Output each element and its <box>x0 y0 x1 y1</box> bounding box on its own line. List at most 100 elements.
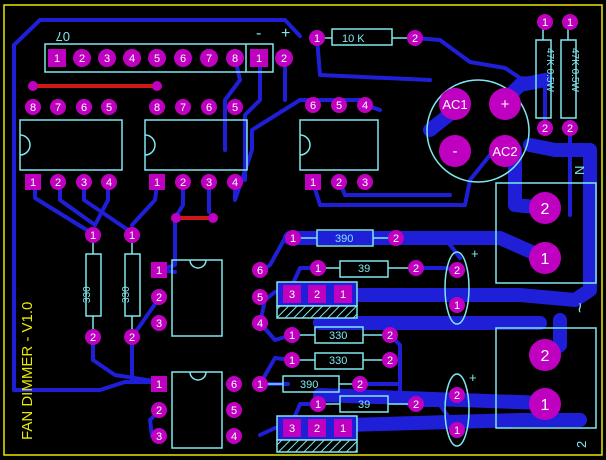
cap2-pin-2: 2 <box>449 387 465 403</box>
terminal1-tag: N <box>572 166 587 175</box>
r-47k-b-pin-1: 1 <box>562 14 578 30</box>
ic-mid-top-pin-2-label: 6 <box>206 102 212 114</box>
ic-left-top-pin-1: 7 <box>50 99 66 115</box>
triac1-pin-0: 3 <box>283 285 301 303</box>
r-c-pin-1-label: 1 <box>289 330 295 342</box>
r-e-pin-2-label: 2 <box>357 379 363 391</box>
r-47k-a-pin-2: 2 <box>537 120 553 136</box>
ic-right-top-pin-0-label: 6 <box>310 100 316 112</box>
opto1-outline <box>171 259 223 337</box>
ic-mid-bottom-pin-1-label: 2 <box>180 177 186 189</box>
r-a-value: 390 <box>335 233 353 245</box>
ic-right-bottom-pin-2-label: 3 <box>362 177 368 189</box>
relay-plus-label: + <box>501 96 510 113</box>
triac1-heatsink-band <box>276 305 358 319</box>
triac1-pin-2: 1 <box>334 285 352 303</box>
cap1-pin-1: 1 <box>449 297 465 313</box>
r-b-pin-2-label: 2 <box>413 263 419 275</box>
cap1-pin-2: 2 <box>449 262 465 278</box>
ic-mid-top-pin-0: 8 <box>149 99 165 115</box>
r-c-pin-2-label: 2 <box>387 330 393 342</box>
ic-right-bottom-pin-1-label: 2 <box>336 177 342 189</box>
triac1-pin-0-label: 3 <box>289 289 295 301</box>
r-top-value: 10 K <box>342 33 365 45</box>
ic-mid-outline <box>144 119 248 171</box>
r-top-pin-1: 1 <box>309 30 325 46</box>
opto1-left-pin-2-label: 3 <box>156 318 162 330</box>
ic-mid-top-pin-3-label: 5 <box>232 102 238 114</box>
ic-mid-top-pin-1: 7 <box>175 99 191 115</box>
jumper-mid-pad-a <box>171 213 181 223</box>
header-pin-5-label: 5 <box>154 53 160 65</box>
header-pin-5: 5 <box>148 49 166 67</box>
opto1-right-pin-0-label: 6 <box>257 265 263 277</box>
triac1-pin-1: 2 <box>308 285 326 303</box>
header-pin-8-label: 8 <box>232 53 238 65</box>
r-f-pin-1: 1 <box>310 396 326 412</box>
jumper-mid-pad-b <box>208 213 218 223</box>
r-47k-a-pin-1-label: 1 <box>542 17 548 29</box>
ic-left-top-pin-0-label: 8 <box>30 102 36 114</box>
resistor-leads <box>92 28 569 405</box>
opto1-right-pin-2: 4 <box>252 315 268 331</box>
header-pin-3-label: 3 <box>104 53 110 65</box>
header-power-pin-2-label: 2 <box>281 53 287 65</box>
opto1-left-pin-2: 3 <box>151 315 167 331</box>
header-pin-1-label: 1 <box>54 53 60 65</box>
r-top-pin-2: 2 <box>407 30 423 46</box>
ic-left-bottom-pin-1: 2 <box>50 174 66 190</box>
r-v2-pin-1-label: 1 <box>129 230 135 242</box>
r-v1-pin-1: 1 <box>85 227 101 243</box>
ic-mid-bottom-pin-0: 1 <box>149 174 165 190</box>
r-47k-a-value: 47K 0.5W <box>544 48 555 92</box>
header-pin-7: 7 <box>200 49 218 67</box>
jumper-top-pad-a <box>28 81 38 91</box>
opto1-left-pin-0: 1 <box>151 262 167 278</box>
triac2-pin-1-label: 2 <box>314 423 320 435</box>
terminal2-tag: ~ <box>570 302 590 313</box>
terminal2-pin-1: 1 <box>541 397 550 414</box>
r-top-pin-2-label: 2 <box>412 33 418 45</box>
opto2-right-pin-1-label: 5 <box>231 405 237 417</box>
ic-mid-top-pin-2: 6 <box>201 99 217 115</box>
relay-minus-label: - <box>453 143 458 160</box>
ic-left-top-pin-3-label: 5 <box>106 102 112 114</box>
ic-left-bottom-pin-1-label: 2 <box>55 177 61 189</box>
r-f-pin-2: 2 <box>408 396 424 412</box>
header-ref-label: 07 <box>56 29 70 44</box>
opto2-right-pin-1: 5 <box>226 402 242 418</box>
header-pin-4: 4 <box>123 49 141 67</box>
ic-mid-bottom-pin-2-label: 3 <box>206 177 212 189</box>
triac1-pin-2-label: 1 <box>340 289 346 301</box>
header-minus-label: - <box>256 25 261 42</box>
r-c-pin-2: 2 <box>382 327 398 343</box>
cap2-pin-1: 1 <box>449 422 465 438</box>
triac2-pin-0: 3 <box>283 419 301 437</box>
r-47k-b-pin-1-label: 1 <box>567 17 573 29</box>
r-v2-value: 330 <box>121 286 132 303</box>
ic-left-top-pin-3: 5 <box>101 99 117 115</box>
opto2-left-pin-0: 1 <box>151 376 167 392</box>
r-e-pin-1: 1 <box>252 376 268 392</box>
r-d-pin-2-label: 2 <box>387 355 393 367</box>
r-d-pin-2: 2 <box>382 352 398 368</box>
r-c-value: 330 <box>329 330 347 342</box>
header-power-pin-1: 1 <box>250 49 268 67</box>
terminal-pads: 2 1 2 1 <box>529 192 561 420</box>
ic-right-bottom-pin-2: 3 <box>357 174 373 190</box>
header-pin-6: 6 <box>174 49 192 67</box>
r-47k-a-pin-1: 1 <box>537 14 553 30</box>
ic-left-top-pin-1-label: 7 <box>55 102 61 114</box>
relay-pads: + - AC1 AC2 <box>439 88 521 167</box>
relay-outline <box>426 79 530 183</box>
opto1-right-pin-0: 6 <box>252 262 268 278</box>
ic-right-bottom-pin-0-label: 1 <box>310 177 316 189</box>
ic-left-bottom-pin-3: 4 <box>101 174 117 190</box>
opto1-left-pin-1: 2 <box>151 289 167 305</box>
cap1-outline <box>444 251 470 325</box>
r-d-value: 330 <box>329 355 347 367</box>
r-e-pin-1-label: 1 <box>257 379 263 391</box>
ic-right-bottom-pin-1: 2 <box>331 174 347 190</box>
